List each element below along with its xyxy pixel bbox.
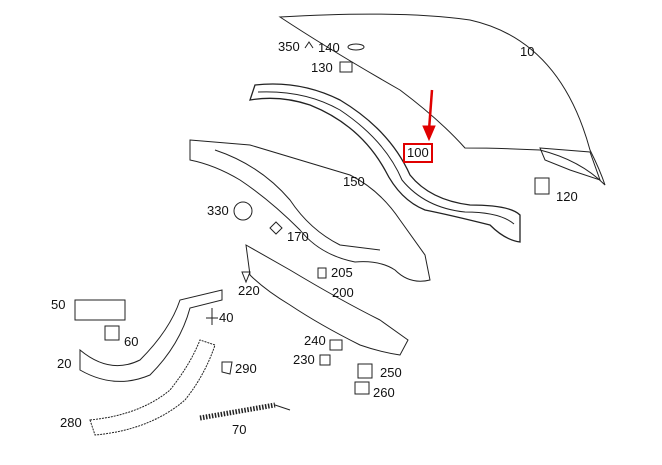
part-200-panel[interactable] <box>245 244 409 356</box>
label-20[interactable]: 20 <box>57 356 72 371</box>
label-10[interactable]: 10 <box>520 44 535 59</box>
red-arrowhead-icon <box>422 125 436 142</box>
label-230[interactable]: 230 <box>293 352 315 367</box>
label-250[interactable]: 250 <box>380 365 402 380</box>
part-330-plug[interactable] <box>233 201 253 221</box>
part-130-bumper[interactable] <box>339 61 353 73</box>
label-150[interactable]: 150 <box>343 174 365 189</box>
label-240[interactable]: 240 <box>304 333 326 348</box>
part-290-clip[interactable] <box>221 361 233 375</box>
part-230-clip[interactable] <box>319 354 331 366</box>
part-260-clip[interactable] <box>354 381 370 395</box>
label-50[interactable]: 50 <box>51 297 66 312</box>
part-60-block[interactable] <box>104 325 120 341</box>
part-70-spring-end <box>274 404 291 411</box>
label-170[interactable]: 170 <box>287 229 309 244</box>
part-140-washer[interactable] <box>347 43 365 51</box>
part-100-seal-inner <box>257 91 515 225</box>
label-200[interactable]: 200 <box>332 285 354 300</box>
part-10-hinge-area <box>539 147 601 181</box>
label-220[interactable]: 220 <box>238 283 260 298</box>
part-40-bolt[interactable] <box>206 308 218 325</box>
part-240-clip[interactable] <box>329 339 343 351</box>
part-50-bracket[interactable] <box>74 299 126 321</box>
label-290[interactable]: 290 <box>235 361 257 376</box>
part-100-seal[interactable] <box>249 83 521 243</box>
label-280[interactable]: 280 <box>60 415 82 430</box>
part-70-spring[interactable] <box>199 402 276 421</box>
part-150-liner-detail <box>214 149 381 251</box>
label-205[interactable]: 205 <box>331 265 353 280</box>
part-120-lock[interactable] <box>534 177 550 195</box>
part-10-trunk-lid[interactable] <box>278 13 606 186</box>
red-arrow-icon <box>427 89 434 131</box>
part-220-clip[interactable] <box>241 271 251 284</box>
part-280-torsion-bar[interactable] <box>89 339 216 436</box>
label-330[interactable]: 330 <box>207 203 229 218</box>
label-260[interactable]: 260 <box>373 385 395 400</box>
part-20-hinge-arm[interactable] <box>79 289 223 382</box>
part-205-clip[interactable] <box>317 267 327 279</box>
label-70[interactable]: 70 <box>232 422 247 437</box>
part-170-clip[interactable] <box>269 221 283 235</box>
part-250-clip[interactable] <box>357 363 373 379</box>
label-350[interactable]: 350 <box>278 39 300 54</box>
label-100-selected[interactable]: 100 <box>403 143 433 163</box>
label-140[interactable]: 140 <box>318 40 340 55</box>
label-60[interactable]: 60 <box>124 334 139 349</box>
label-40[interactable]: 40 <box>219 310 234 325</box>
label-120[interactable]: 120 <box>556 189 578 204</box>
part-150-liner[interactable] <box>189 139 431 282</box>
part-350-clip[interactable] <box>304 41 314 49</box>
label-130[interactable]: 130 <box>311 60 333 75</box>
